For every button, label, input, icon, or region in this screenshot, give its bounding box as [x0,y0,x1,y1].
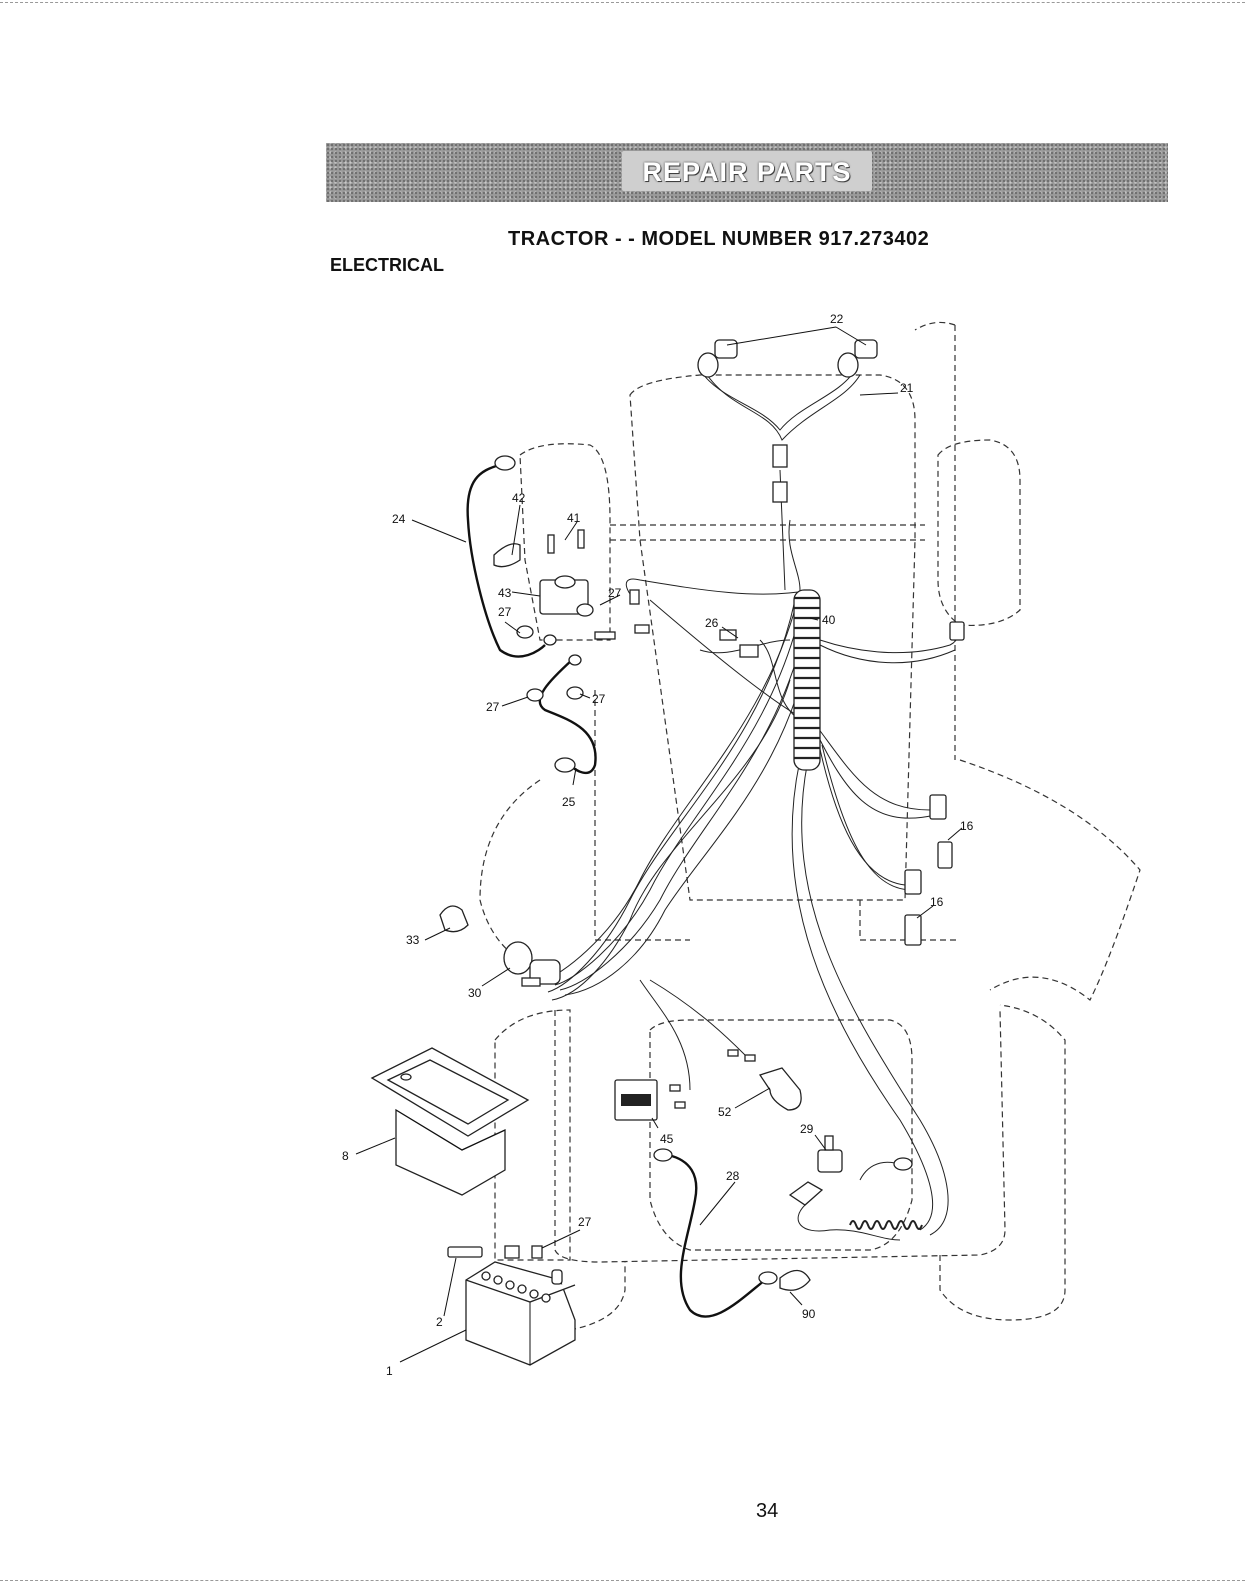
chassis-outline [480,322,1140,1330]
callout-1: 1 [386,1364,393,1378]
callout-22: 22 [830,312,844,326]
battery-box [372,1048,528,1195]
callout-labels: 22 21 24 42 41 43 27 27 27 27 26 40 25 1… [342,312,974,1378]
callout-33: 33 [406,933,420,947]
callout-26: 26 [705,616,719,630]
callout-28: 28 [726,1169,740,1183]
callout-43: 43 [498,586,512,600]
callout-30: 30 [468,986,482,1000]
callout-29: 29 [800,1122,814,1136]
callout-27-e: 27 [578,1215,592,1229]
callout-25: 25 [562,795,576,809]
callout-45: 45 [660,1132,674,1146]
page-number: 34 [756,1500,778,1523]
callout-24: 24 [392,512,406,526]
callout-27-a: 27 [498,605,512,619]
leader-lines [356,327,962,1362]
callout-21: 21 [900,381,914,395]
harness-conduit [794,590,820,770]
callout-2: 2 [436,1315,443,1329]
callout-27-c: 27 [486,700,500,714]
callout-27-b: 27 [608,586,622,600]
bottom-scan-rule [0,1580,1245,1581]
headlights [698,340,877,502]
callout-42: 42 [512,491,526,505]
battery [448,1246,575,1365]
callout-16-a: 16 [960,819,974,833]
callout-41: 41 [567,511,581,525]
callout-16-b: 16 [930,895,944,909]
callout-40: 40 [822,613,836,627]
wire-harness [545,370,958,1235]
callout-8: 8 [342,1149,349,1163]
callout-52: 52 [718,1105,732,1119]
callout-90: 90 [802,1307,816,1321]
callout-27-d: 27 [592,692,606,706]
